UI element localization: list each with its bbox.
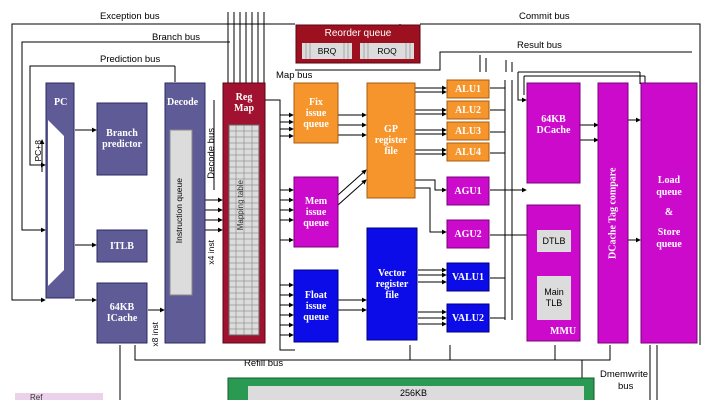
alu1-label: ALU1: [454, 83, 482, 95]
connection-lines: [11, 12, 701, 400]
mem-issue-queue-block: [293, 176, 339, 248]
branch-predictor-block: [96, 102, 148, 176]
instruction-queue-box: [169, 129, 193, 296]
pc-mux-shape: [48, 120, 64, 286]
decode-label: Decode: [167, 97, 199, 108]
mmu-label: MMU: [550, 326, 577, 337]
main-tlb-box: [537, 276, 571, 320]
pc-plus8-label: PC+8: [33, 140, 43, 162]
valu1-block: [446, 262, 490, 292]
vector-register-file-block: [366, 227, 418, 341]
itlb-block: [96, 229, 148, 263]
icache-block: [96, 282, 148, 344]
agu1-block: [446, 176, 490, 206]
itlb-label: ITLB: [110, 240, 134, 252]
legend-partial-label: Ref: [30, 393, 43, 402]
dtlb-label: DTLB: [542, 235, 566, 246]
l2-cache-inner: [248, 386, 584, 400]
instruction-queue-label: Instruction queue: [174, 178, 184, 244]
x4-inst-label: x4 inst: [206, 240, 216, 265]
load-store-queue-block: [640, 82, 698, 344]
alu3-label: ALU3: [454, 125, 482, 137]
exception-bus-label: Exception bus: [100, 11, 160, 22]
dcache-tag-compare-block: [597, 82, 629, 344]
dcache-tag-compare-label: DCache Tag compare: [607, 167, 619, 259]
mapping-table-label: Mapping table: [236, 180, 245, 231]
dmemwrite-bus-label-2: bus: [618, 381, 634, 392]
roq-box: [360, 43, 414, 59]
valu1-label: VALU1: [451, 271, 485, 283]
brq-label: BRQ: [317, 45, 337, 56]
result-bus-label: Result bus: [517, 40, 562, 51]
load-store-queue-label: Load queue & Store queue: [656, 175, 682, 250]
fix-issue-queue-block: [293, 82, 339, 144]
x8-inst-label: x8 inst: [150, 322, 160, 347]
mmu-block: [526, 204, 581, 342]
dmemwrite-bus-label-1: Dmemwrite: [600, 369, 649, 380]
l2-cache-label: 256KB: [400, 388, 428, 398]
map-bus-label: Map bus: [276, 70, 313, 81]
alu1-block: [446, 79, 490, 99]
refill-bus-label: Refill bus: [244, 358, 284, 369]
roq-label: ROQ: [377, 45, 397, 56]
brq-box: [302, 43, 352, 59]
alu2-label: ALU2: [454, 104, 482, 116]
reorder-queue-slots: [305, 43, 411, 59]
agu1-label: AGU1: [454, 185, 482, 197]
decode-bus-label: Decode bus: [206, 128, 217, 179]
float-issue-queue-block: [293, 269, 339, 343]
valu2-block: [446, 303, 490, 333]
prediction-bus-label: Prediction bus: [100, 54, 161, 65]
alu4-block: [446, 142, 490, 162]
valu2-label: VALU2: [451, 312, 485, 324]
commit-bus-label: Commit bus: [519, 11, 570, 22]
reorder-queue-label: Reorder queue: [324, 27, 392, 39]
pc-label: PC: [54, 97, 68, 108]
legend-box: [15, 393, 103, 400]
dtlb-box: [537, 230, 571, 252]
gp-register-file-block: [366, 82, 416, 199]
agu2-block: [446, 219, 490, 249]
alu4-label: ALU4: [454, 146, 482, 158]
agu2-label: AGU2: [454, 228, 482, 240]
alu2-block: [446, 100, 490, 120]
alu3-block: [446, 121, 490, 141]
dcache-block: [526, 82, 581, 184]
mapping-table-grid: [228, 124, 260, 336]
branch-bus-label: Branch bus: [152, 32, 201, 43]
